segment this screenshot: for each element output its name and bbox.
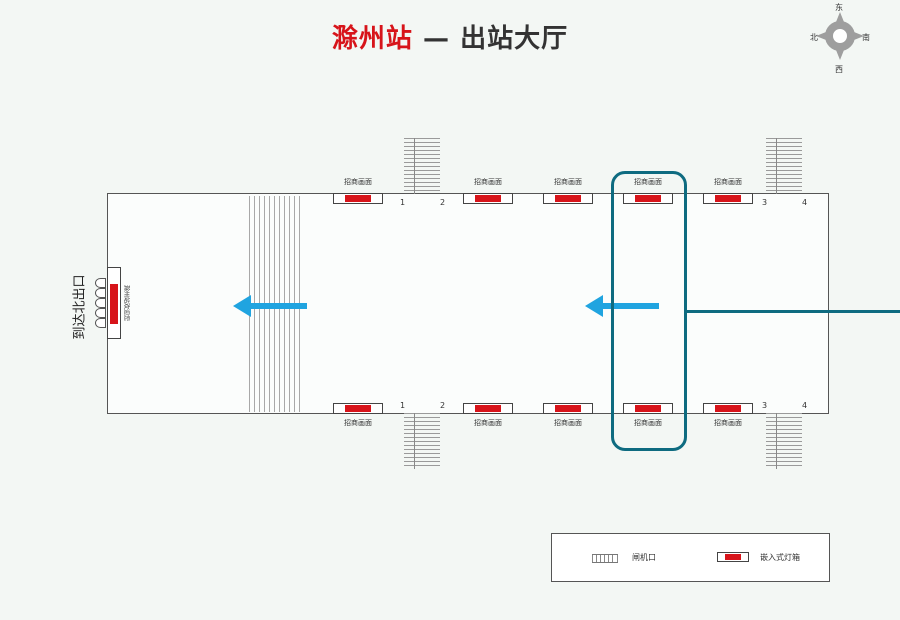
lightbox-label: 招商画面: [554, 178, 582, 186]
lightbox: [463, 403, 513, 414]
gate-number: 3: [762, 198, 768, 207]
gate-number: 1: [400, 401, 406, 410]
lightbox-legend-icon: [717, 552, 749, 562]
ticket-gates-bottom-east: [766, 413, 802, 469]
lightbox-label: 招商画面: [634, 178, 662, 186]
legend-lightbox-label: 嵌入式灯箱: [760, 553, 800, 562]
lightbox: [623, 193, 673, 204]
legend: 闸机口 嵌入式灯箱: [551, 533, 830, 582]
gate-number: 1: [400, 198, 406, 207]
lightbox: [333, 193, 383, 204]
lightbox: [543, 403, 593, 414]
gate-legend-icon: [592, 554, 618, 563]
gate-number: 2: [440, 401, 446, 410]
lightbox-label: 招商画面: [634, 419, 662, 427]
title-separator: —: [423, 24, 450, 54]
ticket-gates-top-east: [766, 138, 802, 194]
page-title: 滁州站 — 出站大厅: [0, 18, 900, 55]
exit-panel-text: 滁州站欢迎您: [122, 278, 132, 328]
compass-icon: 东 北 南 西: [810, 0, 870, 78]
station-name: 滁州站: [331, 24, 413, 54]
lightbox: [703, 403, 753, 414]
lightbox-label: 招商画面: [714, 178, 742, 186]
lightbox: [333, 403, 383, 414]
ticket-gates-top-west: [404, 138, 440, 194]
compass-tip-right: [854, 32, 864, 40]
gate-number: 3: [762, 401, 768, 410]
lightbox-label: 招商画面: [474, 178, 502, 186]
lightbox-label: 招商画面: [714, 419, 742, 427]
lightbox: [463, 193, 513, 204]
lightbox: [623, 403, 673, 414]
exit-hall: [107, 193, 829, 414]
north-exit-name: 到达北出口: [72, 274, 88, 340]
area-name: 出站大厅: [460, 24, 569, 54]
compass-north-label: 北: [810, 33, 818, 42]
compass-east-label: 东: [835, 3, 843, 12]
lightbox-label: 招商画面: [344, 178, 372, 186]
gate-number: 2: [440, 198, 446, 207]
compass-south-label: 南: [862, 33, 870, 42]
compass-ring: [825, 21, 855, 51]
highlight-leader-line: [687, 310, 900, 313]
exit-lightbox: [107, 267, 121, 339]
compass-tip-left: [816, 32, 826, 40]
lightbox-label: 招商画面: [474, 419, 502, 427]
gate-number: 4: [802, 401, 808, 410]
lightbox: [703, 193, 753, 204]
lightbox-label: 招商画面: [554, 419, 582, 427]
exit-doors: [95, 278, 107, 328]
highlight-frame: [611, 171, 687, 451]
legend-gate-label: 闸机口: [632, 553, 656, 562]
exit-panel-caption: 滁州站欢迎您: [122, 284, 130, 322]
lightbox-label: 招商画面: [344, 419, 372, 427]
lightbox: [543, 193, 593, 204]
arrow-left-icon: [233, 295, 307, 317]
compass-tip-top: [836, 12, 844, 22]
arrow-left-icon: [585, 295, 659, 317]
gate-number: 4: [802, 198, 808, 207]
ticket-gates-bottom-west: [404, 413, 440, 469]
compass-tip-bottom: [836, 50, 844, 60]
north-exit-label: 到达北出口: [58, 268, 98, 346]
compass-west-label: 西: [835, 65, 843, 74]
